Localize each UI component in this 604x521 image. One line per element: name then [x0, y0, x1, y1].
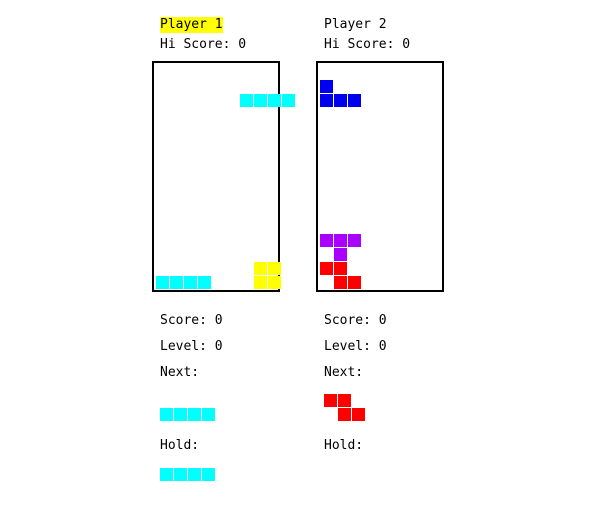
tetromino-block [320, 80, 333, 93]
tetromino-block [188, 468, 201, 481]
tetromino-block [348, 234, 361, 247]
tetromino-block [188, 408, 201, 421]
tetromino-block [320, 94, 333, 107]
player-1-hold-piece [160, 468, 230, 508]
player-1-level: Level: 0 [160, 339, 223, 354]
tetromino-block [160, 408, 173, 421]
tetromino-block [202, 408, 215, 421]
player-2-name: Player 2 [324, 17, 387, 32]
player-2-hold-piece [324, 468, 394, 508]
player-panel-2: Player 2 Hi Score: 0 Score: 0 Level: 0 N… [316, 0, 486, 521]
tetromino-block [282, 94, 295, 107]
tetromino-block [174, 408, 187, 421]
player-1-board-cells [154, 63, 295, 290]
player-2-level: Level: 0 [324, 339, 387, 354]
player-2-next-label: Next: [324, 365, 364, 380]
tetromino-block [184, 276, 197, 289]
tetromino-block [324, 394, 337, 407]
tetromino-block [334, 262, 347, 275]
tetromino-block [320, 234, 333, 247]
tetromino-block [268, 262, 281, 275]
tetromino-block [254, 94, 267, 107]
player-2-next-piece [324, 394, 394, 434]
tetromino-block [334, 234, 347, 247]
tetromino-block [348, 94, 361, 107]
tetromino-block [160, 468, 173, 481]
tetromino-block [352, 408, 365, 421]
tetromino-block [174, 468, 187, 481]
player-1-next-label: Next: [160, 365, 200, 380]
player-2-board[interactable] [316, 61, 444, 292]
player-1-score: Score: 0 [160, 313, 223, 328]
player-2-hi-score: Hi Score: 0 [324, 37, 411, 52]
tetromino-block [334, 276, 347, 289]
tetromino-block [348, 276, 361, 289]
tetromino-block [320, 262, 333, 275]
player-1-board[interactable] [152, 61, 295, 292]
player-1-name: Player 1 [160, 17, 223, 33]
player-panel-1: Player 1 Hi Score: 0 Score: 0 Level: 0 N… [152, 0, 322, 521]
tetromino-block [254, 262, 267, 275]
player-2-hold-label: Hold: [324, 438, 364, 453]
tetromino-block [240, 94, 253, 107]
player-1-hi-score: Hi Score: 0 [160, 37, 247, 52]
tetromino-block [254, 276, 267, 289]
tetromino-block [338, 394, 351, 407]
player-2-board-cells [318, 63, 442, 290]
tetromino-block [268, 276, 281, 289]
tetromino-block [334, 248, 347, 261]
tetromino-block [268, 94, 281, 107]
tetromino-block [334, 94, 347, 107]
player-1-hold-label: Hold: [160, 438, 200, 453]
tetromino-block [338, 408, 351, 421]
tetromino-block [170, 276, 183, 289]
tetromino-block [156, 276, 169, 289]
tetromino-block [202, 468, 215, 481]
tetromino-block [198, 276, 211, 289]
player-1-next-piece [160, 394, 230, 434]
player-2-score: Score: 0 [324, 313, 387, 328]
